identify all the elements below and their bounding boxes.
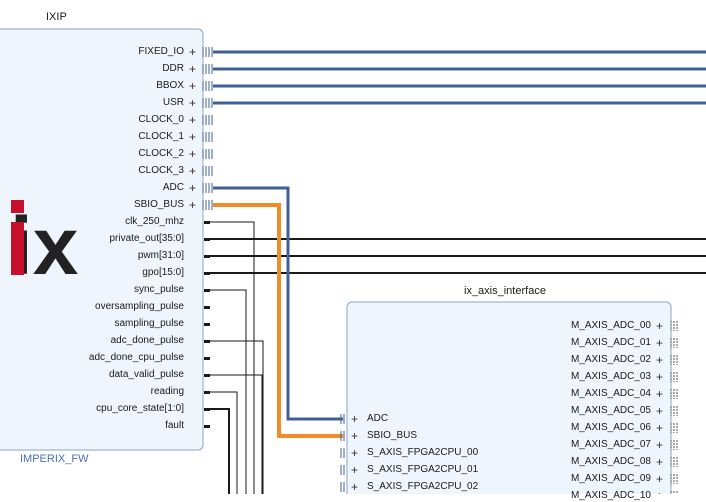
axis-output-label: M_AXIS_ADC_06 (570, 422, 651, 433)
expand-plus-icon[interactable]: + (189, 113, 196, 127)
axis-input-label: SBIO_BUS (367, 430, 418, 441)
axis-output-label: M_AXIS_ADC_10 (570, 490, 651, 501)
axis-output-label: M_AXIS_ADC_09 (570, 473, 651, 484)
ixip-block-title: IXIP (46, 11, 67, 23)
pin-stub[interactable] (204, 340, 210, 343)
ixip-port-label: USR (162, 97, 184, 108)
expand-plus-icon[interactable]: + (189, 79, 196, 93)
expand-plus-icon[interactable]: + (189, 198, 196, 212)
ixip-port-label: adc_done_pulse (110, 335, 184, 346)
expand-plus-icon[interactable]: + (656, 336, 663, 350)
pin-stub[interactable] (204, 425, 210, 428)
axis-input-label: S_AXIS_FPGA2CPU_00 (367, 447, 479, 458)
axis-input-label: S_AXIS_FPGA2CPU_02 (367, 481, 479, 492)
ixip-port-label: CLOCK_1 (138, 131, 184, 142)
expand-plus-icon[interactable]: + (189, 130, 196, 144)
pin-stub[interactable] (204, 289, 210, 292)
ixip-port-label: CLOCK_3 (138, 165, 184, 176)
expand-plus-icon[interactable]: + (351, 463, 358, 477)
signal-wire[interactable] (210, 408, 230, 494)
ixip-port-label: BBOX (156, 80, 184, 91)
axis-output-label: M_AXIS_ADC_08 (570, 456, 651, 467)
pin-stub[interactable] (204, 306, 210, 309)
adc-wire[interactable] (213, 186, 343, 421)
pin-stub[interactable] (204, 391, 210, 394)
ixip-port-label: adc_done_cpu_pulse (88, 352, 184, 363)
expand-plus-icon[interactable]: + (189, 164, 196, 178)
signal-wire[interactable] (210, 391, 238, 494)
ixip-port-label: FIXED_IO (138, 46, 184, 57)
ixip-port-label: private_out[35:0] (109, 233, 185, 244)
pin-stub[interactable] (204, 323, 210, 326)
axis-output-label: M_AXIS_ADC_07 (570, 439, 651, 450)
axis-output-label: M_AXIS_ADC_05 (570, 405, 651, 416)
pin-stub[interactable] (204, 408, 210, 411)
ixip-port-label: gpo[15:0] (142, 267, 184, 278)
expand-plus-icon[interactable]: + (656, 421, 663, 435)
ixip-port-label: reading (150, 386, 184, 397)
ixip-port-label: CLOCK_0 (138, 114, 184, 125)
axis-output-label: M_AXIS_ADC_02 (570, 354, 651, 365)
logo-i-stem (11, 222, 24, 275)
axis-output-label: M_AXIS_ADC_04 (570, 388, 651, 399)
pin-stub[interactable] (204, 238, 210, 241)
expand-plus-icon[interactable]: + (656, 472, 663, 486)
expand-plus-icon[interactable]: + (189, 96, 196, 110)
signal-wire[interactable] (210, 340, 264, 494)
expand-plus-icon[interactable]: + (351, 429, 358, 443)
ixip-port-label: data_valid_pulse (108, 369, 184, 380)
axis-output-label: M_AXIS_ADC_03 (570, 371, 651, 382)
signal-wire[interactable] (210, 289, 247, 494)
ixip-port-label: fault (165, 420, 184, 431)
axis-output-label: M_AXIS_ADC_00 (570, 320, 651, 331)
expand-plus-icon[interactable]: + (656, 387, 663, 401)
ixip-port-label: cpu_core_state[1:0] (96, 403, 184, 414)
expand-plus-icon[interactable]: + (656, 353, 663, 367)
pin-stub[interactable] (204, 255, 210, 258)
expand-plus-icon[interactable]: + (656, 404, 663, 418)
axis-block[interactable] (346, 301, 672, 494)
ixip-port-label: CLOCK_2 (138, 148, 184, 159)
pin-stub[interactable] (204, 272, 210, 275)
expand-plus-icon[interactable]: + (656, 455, 663, 469)
ixip-port-label: SBIO_BUS (133, 199, 184, 210)
expand-plus-icon[interactable]: + (189, 181, 196, 195)
expand-plus-icon[interactable]: + (351, 446, 358, 460)
expand-plus-icon[interactable]: + (656, 489, 663, 494)
signal-wire[interactable] (210, 221, 255, 494)
expand-plus-icon[interactable]: + (189, 147, 196, 161)
axis-input-label: S_AXIS_FPGA2CPU_01 (367, 464, 479, 475)
ixip-port-label: sync_pulse (133, 284, 184, 295)
ixip-port-label: sampling_pulse (114, 318, 185, 329)
axis-input-label: ADC (367, 413, 389, 424)
ixip-port-label: DDR (162, 63, 184, 74)
ixip-port-label: ADC (162, 182, 184, 193)
pin-stub[interactable] (204, 357, 210, 360)
expand-plus-icon[interactable]: + (351, 480, 358, 494)
sbio-bus-wire[interactable] (213, 203, 343, 438)
expand-plus-icon[interactable]: + (656, 319, 663, 333)
expand-plus-icon[interactable]: + (189, 45, 196, 59)
expand-plus-icon[interactable]: + (656, 370, 663, 384)
expand-plus-icon[interactable]: + (189, 62, 196, 76)
signal-wire[interactable] (210, 374, 263, 494)
pin-stub[interactable] (204, 221, 210, 224)
axis-block-title: ix_axis_interface (464, 285, 546, 297)
expand-plus-icon[interactable]: + (656, 438, 663, 452)
ixip-port-label: clk_250_mhz (125, 216, 184, 227)
ixip-block[interactable] (0, 28, 204, 451)
expand-plus-icon[interactable]: + (351, 412, 358, 426)
axis-output-label: M_AXIS_ADC_01 (570, 337, 651, 348)
logo-dot (11, 200, 24, 213)
ixip-instance-name: IMPERIX_FW (20, 453, 89, 465)
ixip-port-label: pwm[31:0] (137, 250, 184, 261)
pin-stub[interactable] (204, 374, 210, 377)
ixip-port-label: oversampling_pulse (95, 301, 184, 312)
